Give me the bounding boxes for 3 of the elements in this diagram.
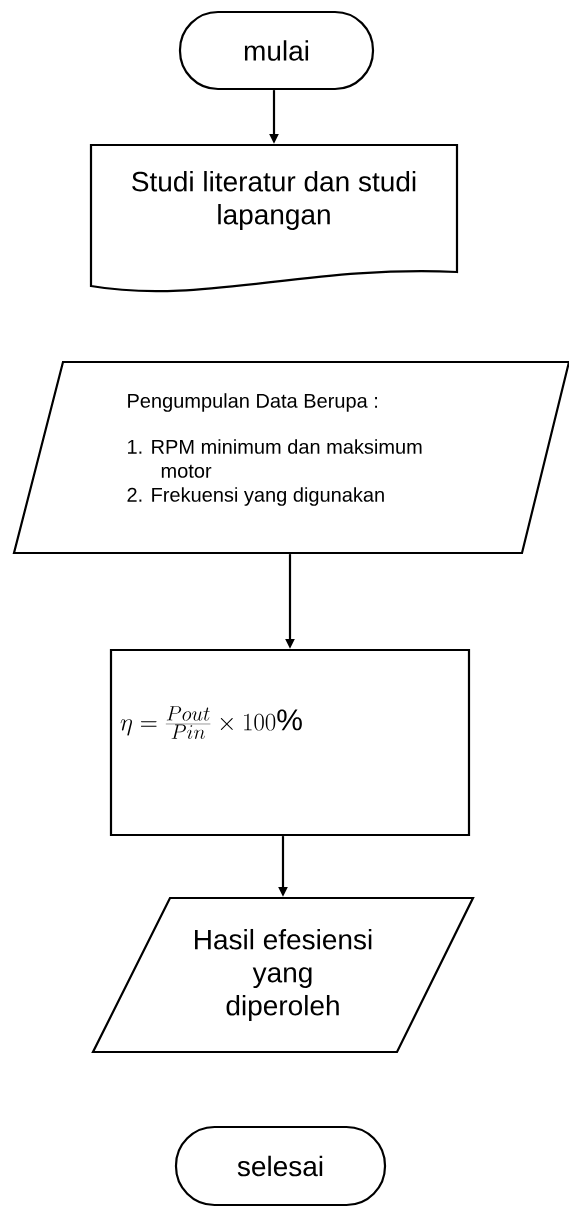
process-box: $\eta = \frac{Pout}{Pin} \times 100\%$ — [109, 648, 471, 837]
data-parallelogram: Hasil efesiensi yang diperoleh — [91, 896, 475, 1054]
data-parallelogram: Pengumpulan Data Berupa : 1. RPM minimum dan maksimum motor 2. Frekuensi yang digunakan — [12, 360, 569, 555]
